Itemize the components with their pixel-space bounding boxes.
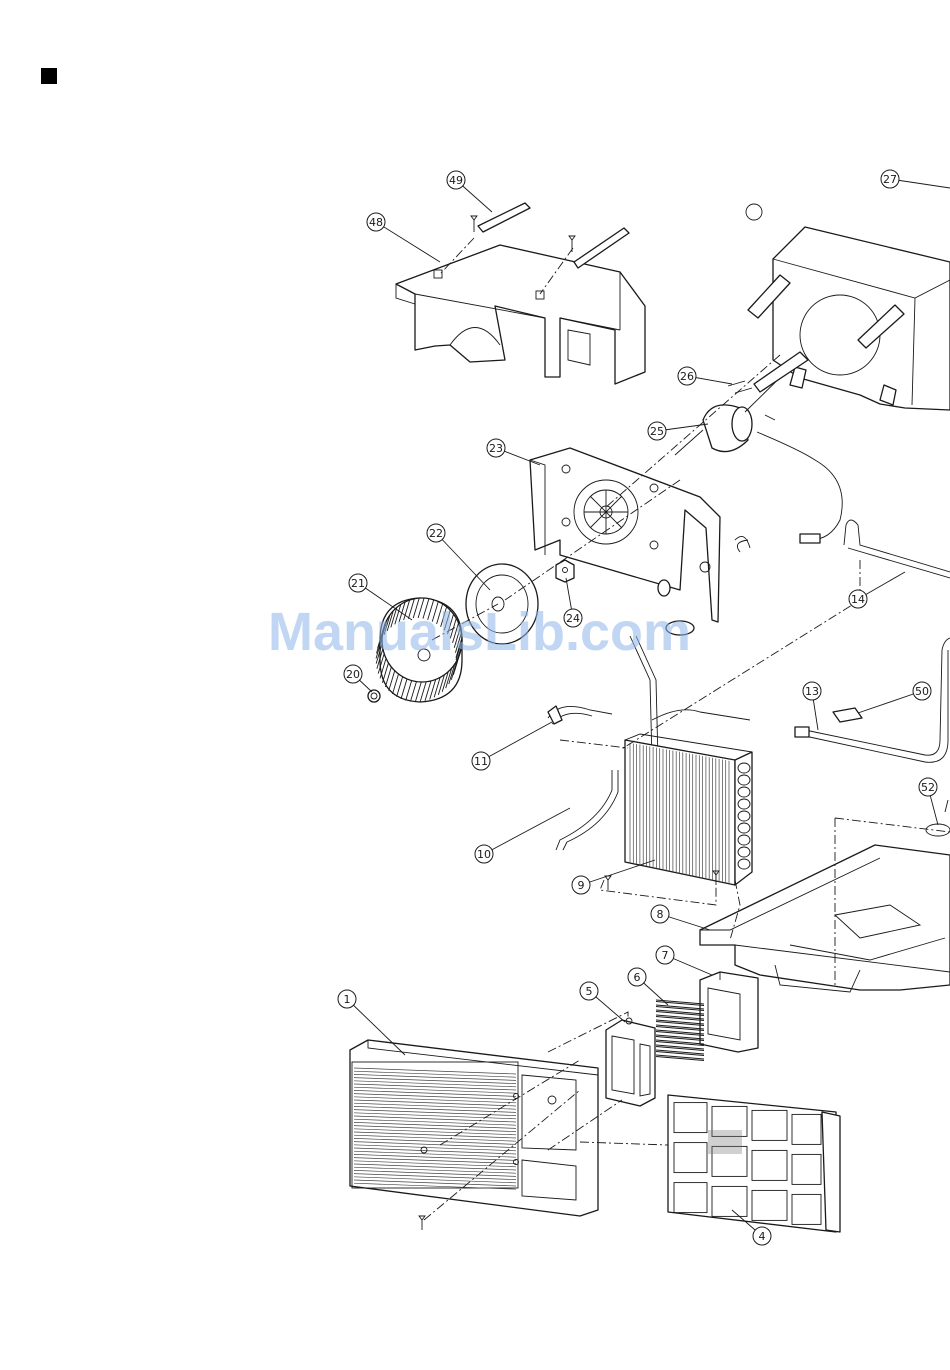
callout-label-52: 52 [921, 781, 935, 794]
part-20-ring-clip [368, 690, 380, 702]
callout-22: 22 [427, 524, 445, 542]
part-24-clip [556, 560, 574, 582]
leader-line-11 [481, 722, 552, 761]
callout-5: 5 [580, 982, 598, 1000]
callout-label-9: 9 [578, 879, 585, 892]
leader-line-22 [436, 533, 490, 590]
callout-13: 13 [803, 682, 821, 700]
callout-label-27: 27 [883, 173, 897, 186]
part-13-capillary [795, 638, 950, 762]
part-14-pipe [844, 520, 950, 578]
part-5-louver-holder [606, 1018, 655, 1106]
part-23-partition-plate [530, 448, 750, 622]
callout-label-26: 26 [680, 370, 694, 383]
callout-label-25: 25 [650, 425, 664, 438]
watermark-text: ManualsLib.com [268, 602, 691, 662]
leader-line-48 [376, 222, 440, 262]
callout-label-23: 23 [489, 442, 503, 455]
callout-label-14: 14 [851, 593, 865, 606]
callout-label-1: 1 [344, 993, 351, 1006]
callout-48: 48 [367, 213, 385, 231]
callout-21: 21 [349, 574, 367, 592]
callout-label-20: 20 [346, 668, 360, 681]
callout-49: 49 [447, 171, 465, 189]
callout-label-21: 21 [351, 577, 365, 590]
callout-label-7: 7 [662, 949, 669, 962]
callout-label-5: 5 [586, 985, 593, 998]
callout-label-4: 4 [759, 1230, 766, 1243]
part-10-pipe [556, 770, 618, 850]
part-48-top-cover [396, 245, 645, 384]
callout-label-11: 11 [474, 755, 488, 768]
callout-label-22: 22 [429, 527, 443, 540]
callout-10: 10 [475, 845, 493, 863]
callout-label-8: 8 [657, 908, 664, 921]
callout-label-10: 10 [477, 848, 491, 861]
callout-14: 14 [849, 590, 867, 608]
callout-label-6: 6 [634, 971, 641, 984]
callout-6: 6 [628, 968, 646, 986]
callout-label-13: 13 [805, 685, 819, 698]
part-9-evaporator-coil [605, 734, 752, 890]
callout-7: 7 [656, 946, 674, 964]
callout-11: 11 [472, 752, 490, 770]
callout-label-48: 48 [369, 216, 383, 229]
callout-9: 9 [572, 876, 590, 894]
callout-20: 20 [344, 665, 362, 683]
callout-label-49: 49 [449, 174, 463, 187]
callout-1: 1 [338, 990, 356, 1008]
callout-23: 23 [487, 439, 505, 457]
part-6-louvers [656, 1000, 704, 1061]
callout-50: 50 [913, 682, 931, 700]
leader-line-50 [858, 691, 922, 713]
callout-25: 25 [648, 422, 666, 440]
part-7-filter-frame [700, 972, 758, 1052]
callout-26: 26 [678, 367, 696, 385]
part-50-pad [833, 708, 862, 722]
callout-label-50: 50 [915, 685, 929, 698]
leader-line-9 [581, 860, 655, 885]
callout-52: 52 [919, 778, 937, 796]
part-1-front-panel [350, 1040, 598, 1230]
callout-27: 27 [881, 170, 899, 188]
section-bullet-square [41, 68, 57, 84]
part-4-air-filter [668, 1095, 840, 1232]
callout-4: 4 [753, 1227, 771, 1245]
callout-8: 8 [651, 905, 669, 923]
